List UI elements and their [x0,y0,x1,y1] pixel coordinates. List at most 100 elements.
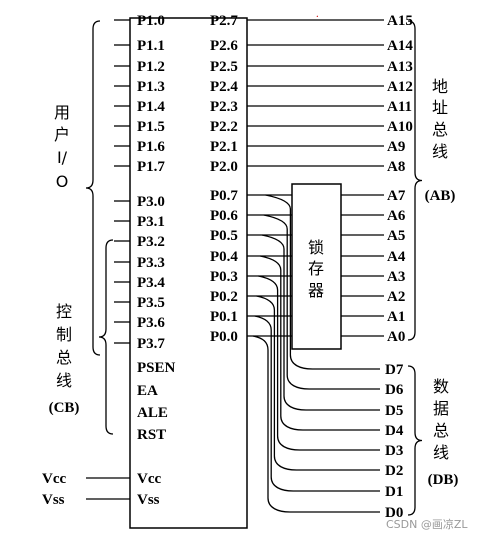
pin-vss: Vss [137,492,160,508]
input-vss: Vss [42,492,65,508]
pin-p2-5: P2.5 [210,59,238,75]
user-io-char-3: O [56,172,69,191]
address-bus-char-1: 址 [432,98,448,117]
addr-a1: A1 [387,309,405,325]
user-io-char-2: I/ [57,148,68,167]
control-bus-char-3: 线 [56,371,72,390]
pin-p3-7: P3.7 [137,336,165,352]
latch-char-2: 器 [308,281,324,300]
data-branch-d4 [260,255,380,431]
control-bus-bracket [98,239,114,435]
data-d2: D2 [385,463,403,479]
data-bus-bracket [407,365,423,516]
bus-line-labels: VccVssA15A14A13A12A11A10A9A8A7D7A6D6A5D5… [42,13,413,521]
data-d1: D1 [385,484,403,500]
address-bus-abbr: (AB) [425,188,456,204]
pin-p1-5: P1.5 [137,119,165,135]
pin-ea: EA [137,383,158,399]
pin-p0-4: P0.4 [210,249,238,265]
address-bus-bracket [407,20,423,341]
pin-vcc: Vcc [137,471,161,487]
pin-p0-1: P0.1 [210,309,238,325]
pin-p3-6: P3.6 [137,315,165,331]
pin-p3-0: P3.0 [137,194,165,210]
pin-p0-3: P0.3 [210,269,238,285]
control-bus-char-0: 控 [56,302,72,321]
data-d6: D6 [385,382,404,398]
pin-p2-4: P2.4 [210,79,238,95]
pin-p2-6: P2.6 [210,38,238,54]
addr-a2: A2 [387,289,405,305]
addr-a12: A12 [387,79,413,95]
pin-ale: ALE [137,405,168,421]
control-bus-abbr: (CB) [49,400,80,416]
addr-a10: A10 [387,119,413,135]
pin-p1-7: P1.7 [137,159,165,175]
pin-p0-7: P0.7 [210,188,238,204]
user-io-char-0: 用 [54,103,70,122]
pin-rst: RST [137,427,166,443]
data-bus-char-3: 线 [433,443,449,462]
addr-a4: A4 [387,249,406,265]
pin-p1-4: P1.4 [137,99,165,115]
latch-char-1: 存 [308,259,324,278]
watermark: CSDN @画凉ZL [386,517,468,531]
data-bus-char-2: 总 [433,421,449,440]
addr-a0: A0 [387,329,405,345]
data-d3: D3 [385,443,403,459]
data-branch-d3 [258,275,380,451]
pin-p1-6: P1.6 [137,139,165,155]
pin-psen: PSEN [137,360,176,376]
data-bus-char-0: 数 [433,377,449,396]
wires [86,19,384,513]
data-d7: D7 [385,362,404,378]
data-d0: D0 [385,505,403,521]
pin-p0-6: P0.6 [210,208,238,224]
data-branch-d6 [263,214,380,390]
address-bus-char-3: 线 [432,142,448,161]
data-d5: D5 [385,403,403,419]
latch-box [291,183,342,350]
data-branch-d2 [256,295,380,471]
address-bus-char-0: 地 [432,77,448,96]
pin-p2-2: P2.2 [210,119,238,135]
pin-p3-4: P3.4 [137,275,165,291]
mcu-chip-body [129,17,248,529]
addr-a3: A3 [387,269,405,285]
chip-pins: P1.0P1.1P1.2P1.3P1.4P1.5P1.6P1.7P3.0P3.1… [137,13,238,508]
latch-label: 锁存器 [308,238,324,300]
pin-p2-1: P2.1 [210,139,238,155]
addr-a15: A15 [387,13,413,29]
latch-char-0: 锁 [308,238,324,257]
pin-p0-0: P0.0 [210,329,238,345]
address-bus-char-2: 总 [432,120,448,139]
data-branch-d5 [261,234,380,411]
pin-p1-3: P1.3 [137,79,165,95]
input-vcc: Vcc [42,471,66,487]
pin-p0-5: P0.5 [210,228,238,244]
pin-p3-2: P3.2 [137,234,165,250]
addr-a6: A6 [387,208,406,224]
pin-p3-1: P3.1 [137,214,165,230]
addr-a5: A5 [387,228,405,244]
data-d4: D4 [385,423,404,439]
addr-a9: A9 [387,139,405,155]
addr-a8: A8 [387,159,405,175]
user-io-bracket [85,20,101,356]
group-brackets [85,20,423,516]
pin-p2-0: P2.0 [210,159,238,175]
pin-p3-5: P3.5 [137,295,165,311]
control-bus-char-1: 制 [56,325,72,344]
pin-p1-0: P1.0 [137,13,165,29]
pin-p1-2: P1.2 [137,59,165,75]
addr-a13: A13 [387,59,413,75]
pin-p2-3: P2.3 [210,99,238,115]
data-bus-char-1: 据 [433,399,449,418]
addr-a11: A11 [387,99,412,115]
pin-p3-3: P3.3 [137,255,165,271]
addr-a7: A7 [387,188,406,204]
pin-p2-7: P2.7 [210,13,238,29]
data-bus-abbr: (DB) [428,472,459,488]
